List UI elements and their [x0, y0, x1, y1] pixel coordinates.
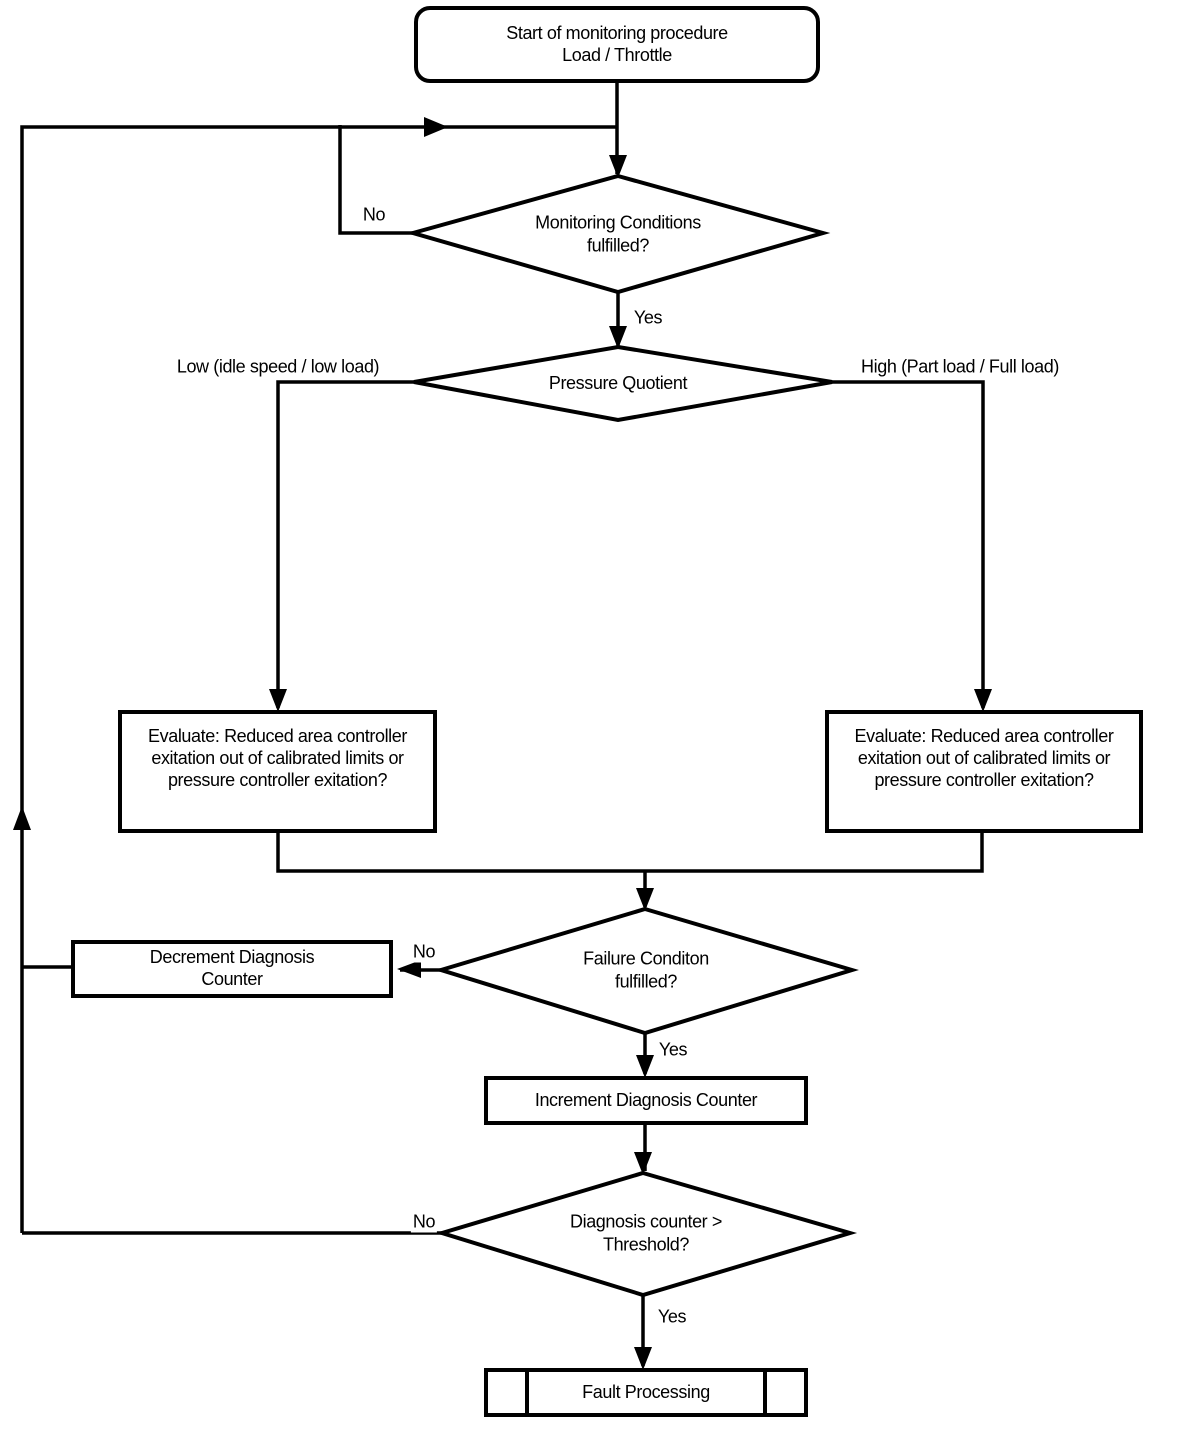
arrowhead-into-increment: [636, 1055, 654, 1078]
connector-evaluate-merge: [276, 833, 984, 873]
arrowhead-loopback-midline: [424, 117, 448, 137]
node-fault-processing: Fault Processing: [484, 1368, 808, 1417]
node-start-label: Start of monitoring procedure Load / Thr…: [506, 22, 728, 65]
decision-failure-condition-shape: [434, 906, 859, 1036]
decision-diagnosis-threshold-shape: [435, 1170, 858, 1298]
node-start: Start of monitoring procedure Load / Thr…: [414, 6, 820, 83]
arrowhead-into-failure: [636, 888, 654, 911]
edge-label-monitoring-yes: Yes: [631, 307, 665, 329]
node-evaluate-high: Evaluate: Reduced area controller exitat…: [825, 710, 1143, 833]
decision-pressure-quotient-label: Pressure Quotient: [548, 372, 688, 393]
arrowhead-into-threshold: [634, 1152, 652, 1175]
arrowhead-into-evaluate-low: [269, 689, 287, 712]
decision-pressure-quotient-shape: [413, 344, 833, 423]
connector-pressure-low-branch: [276, 380, 414, 708]
arrowhead-leftloop-up-midline: [13, 806, 31, 830]
node-evaluate-low-label: Evaluate: Reduced area controller exitat…: [148, 726, 407, 790]
node-evaluate-low: Evaluate: Reduced area controller exitat…: [118, 710, 437, 833]
edge-label-failure-no: No: [410, 941, 438, 963]
decision-diagnosis-threshold-label: Diagnosis counter > Threshold?: [570, 1211, 722, 1255]
edge-label-failure-yes: Yes: [656, 1039, 690, 1061]
arrowhead-into-evaluate-high: [974, 689, 992, 712]
node-decrement-counter-label: Decrement Diagnosis Counter: [149, 947, 315, 989]
edge-label-threshold-no: No: [410, 1211, 438, 1233]
predefined-process-right-bar: [763, 1372, 767, 1413]
node-evaluate-high-label: Evaluate: Reduced area controller exitat…: [854, 726, 1114, 790]
predefined-process-left-bar: [525, 1372, 529, 1413]
arrowhead-into-decrement: [397, 960, 421, 978]
node-increment-counter-label: Increment Diagnosis Counter: [534, 1089, 758, 1110]
connector-monitoring-no: [338, 125, 413, 235]
edge-label-threshold-yes: Yes: [655, 1306, 689, 1328]
edge-label-pressure-high: High (Part load / Full load): [859, 356, 1061, 378]
node-decrement-counter: Decrement Diagnosis Counter: [71, 940, 393, 998]
arrowhead-into-pressure: [609, 326, 627, 349]
node-fault-processing-label: Fault Processing: [582, 1381, 710, 1402]
decision-failure-condition-label: Failure Conditon fulfilled?: [583, 948, 709, 992]
connector-loopback-left: [20, 125, 617, 1233]
decision-monitoring-conditions-shape: [405, 173, 831, 295]
decision-monitoring-conditions-label: Monitoring Conditions fulfilled?: [535, 212, 701, 256]
edge-label-pressure-low: Low (idle speed / low load): [174, 356, 382, 378]
node-increment-counter: Increment Diagnosis Counter: [484, 1076, 808, 1125]
arrowhead-into-monitoring: [609, 155, 627, 178]
edge-label-monitoring-no: No: [360, 204, 388, 226]
arrowhead-into-fault: [634, 1347, 652, 1370]
connector-pressure-high-branch: [832, 380, 985, 708]
